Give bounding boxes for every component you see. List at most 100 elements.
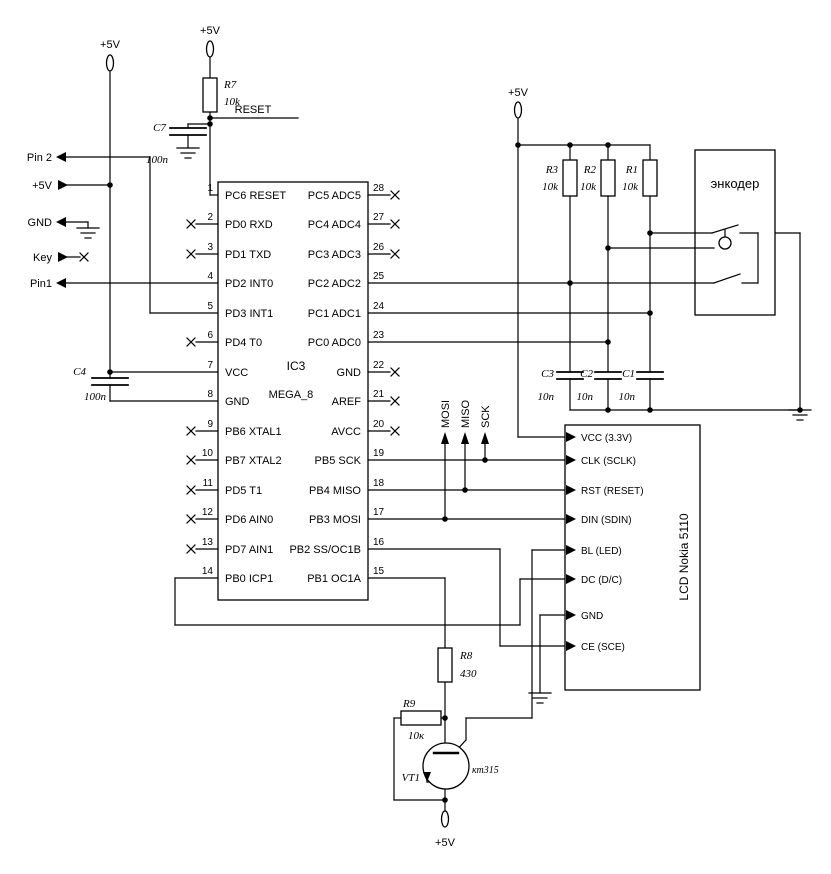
ic-pin-name: PD3 INT1 (225, 308, 273, 320)
capacitor-c2 (594, 371, 622, 380)
ic-pin-number: 12 (202, 507, 214, 518)
ic-pin-name: PB1 OC1A (307, 573, 361, 585)
c2-value: 10n (577, 391, 594, 403)
sck-up-arrow-icon (481, 432, 489, 444)
power-pin-icon (513, 101, 523, 119)
ic-pin-name: PB6 XTAL1 (225, 426, 282, 438)
ground-icon (788, 409, 812, 421)
lcd-pin-name: BL (LED) (581, 546, 622, 557)
power-label: +5V (100, 39, 121, 51)
ic-pin-name: PD4 T0 (225, 337, 262, 349)
ic-pin-number: 22 (373, 360, 385, 371)
ic-pin-number: 26 (373, 242, 385, 253)
nc-x-icon (390, 190, 400, 200)
power-pin-icon (205, 40, 215, 58)
r1-ref: R1 (625, 164, 638, 176)
ic-pin-name: PB5 SCK (315, 455, 362, 467)
ic-pin-name: GND (225, 396, 250, 408)
ic-pin-number: 2 (207, 212, 213, 223)
ic-pin-name: PC5 ADC5 (308, 190, 361, 202)
c1-value: 10n (619, 391, 636, 403)
nc-x-icon (186, 455, 196, 465)
nc-x-icon (186, 337, 196, 347)
c7-value: 100n (146, 154, 169, 166)
lcd-pin-name: RST (RESET) (581, 486, 644, 497)
ic-pin-name: PB4 MISO (309, 485, 361, 497)
capacitor-c3 (556, 371, 584, 380)
ic-pin-name: PB7 XTAL2 (225, 455, 282, 467)
ic-pin-number: 10 (202, 448, 214, 459)
ic-pin-name: PD2 INT0 (225, 278, 273, 290)
ground-icon (176, 147, 200, 159)
c3-ref: C3 (541, 368, 554, 380)
nc-x-icon (390, 219, 400, 229)
ic-pin-name: PC3 ADC3 (308, 249, 361, 261)
net-mosi: MOSI (440, 400, 452, 428)
r1-value: 10k (622, 181, 639, 193)
nc-x-icon (186, 249, 196, 259)
ic-pin-name: PC6 RESET (225, 190, 286, 202)
nc-x-icon (186, 514, 196, 524)
lcd-pin-arrow-icon (566, 574, 576, 584)
r3-value: 10k (542, 181, 559, 193)
ic-pin-name: PD5 T1 (225, 485, 262, 497)
r8-ref: R8 (459, 650, 473, 662)
encoder: энкодер (694, 149, 776, 316)
lcd-pin-name: DC (D/C) (581, 575, 622, 586)
pin1-arrow-icon (56, 278, 66, 288)
ic-pin-name: PD7 AIN1 (225, 544, 273, 556)
power-label: +5V (508, 87, 529, 99)
power-pins (105, 40, 523, 828)
net-miso: MISO (460, 399, 472, 428)
vt1-part: кт315 (472, 765, 499, 776)
ic-pin-number: 7 (207, 360, 213, 371)
resistor-r3 (562, 159, 578, 197)
ic-pin-number: 6 (207, 330, 213, 341)
ic-pin-name: PB0 ICP1 (225, 573, 273, 585)
connector-pin2: Pin 2 (27, 152, 52, 164)
ic-pin-number: 19 (373, 448, 385, 459)
resistor-r7 (202, 77, 218, 113)
nc-x-icon (186, 219, 196, 229)
connector-key: Key (33, 252, 52, 264)
lcd-pin-arrow-icon (566, 485, 576, 495)
ic-pin-name: AREF (332, 396, 362, 408)
ic-pin-number: 17 (373, 507, 385, 518)
lcd-pin-arrow-icon (566, 610, 576, 620)
ic-pin-name: PB2 SS/OC1B (289, 544, 361, 556)
lcd-pin-labels: VCC (3.3V)CLK (SCLK)RST (RESET)DIN (SDIN… (566, 432, 644, 653)
ic-pin-name: PD0 RXD (225, 219, 273, 231)
net-reset: RESET (235, 104, 272, 116)
nc-x-icon (390, 396, 400, 406)
c4-ref: C4 (73, 366, 86, 378)
capacitor-c7 (169, 127, 207, 136)
lcd-pin-name: CLK (SCLK) (581, 456, 636, 467)
ic-pin-number: 24 (373, 301, 385, 312)
ic-part: MEGA_8 (269, 389, 314, 401)
ground-icon (528, 692, 552, 704)
vt1-ref: VT1 (402, 772, 420, 784)
ic-pin-number: 20 (373, 419, 385, 430)
r8-value: 430 (460, 668, 477, 680)
nc-x-icon (186, 485, 196, 495)
ic-pin-name: PC4 ADC4 (308, 219, 361, 231)
power-pin-icon (105, 54, 115, 72)
ic-pin-name: PC2 ADC2 (308, 278, 361, 290)
ic-pin-number: 3 (207, 242, 213, 253)
resistor-r8 (437, 647, 453, 683)
ic-pin-name: GND (337, 367, 362, 379)
lcd-body (564, 424, 701, 691)
encoder-label: энкодер (711, 176, 760, 191)
power-pin-icon (440, 810, 450, 828)
transistor-vt1 (422, 742, 470, 790)
pin2-arrow-icon (56, 152, 66, 162)
mosi-up-arrow-icon (441, 432, 449, 444)
r2-ref: R2 (583, 164, 597, 176)
ic-pin-name: PC0 ADC0 (308, 337, 361, 349)
ic-pin-number: 21 (373, 389, 385, 400)
r7-value: 10k (224, 96, 241, 108)
ic-pin-number: 11 (203, 478, 214, 489)
